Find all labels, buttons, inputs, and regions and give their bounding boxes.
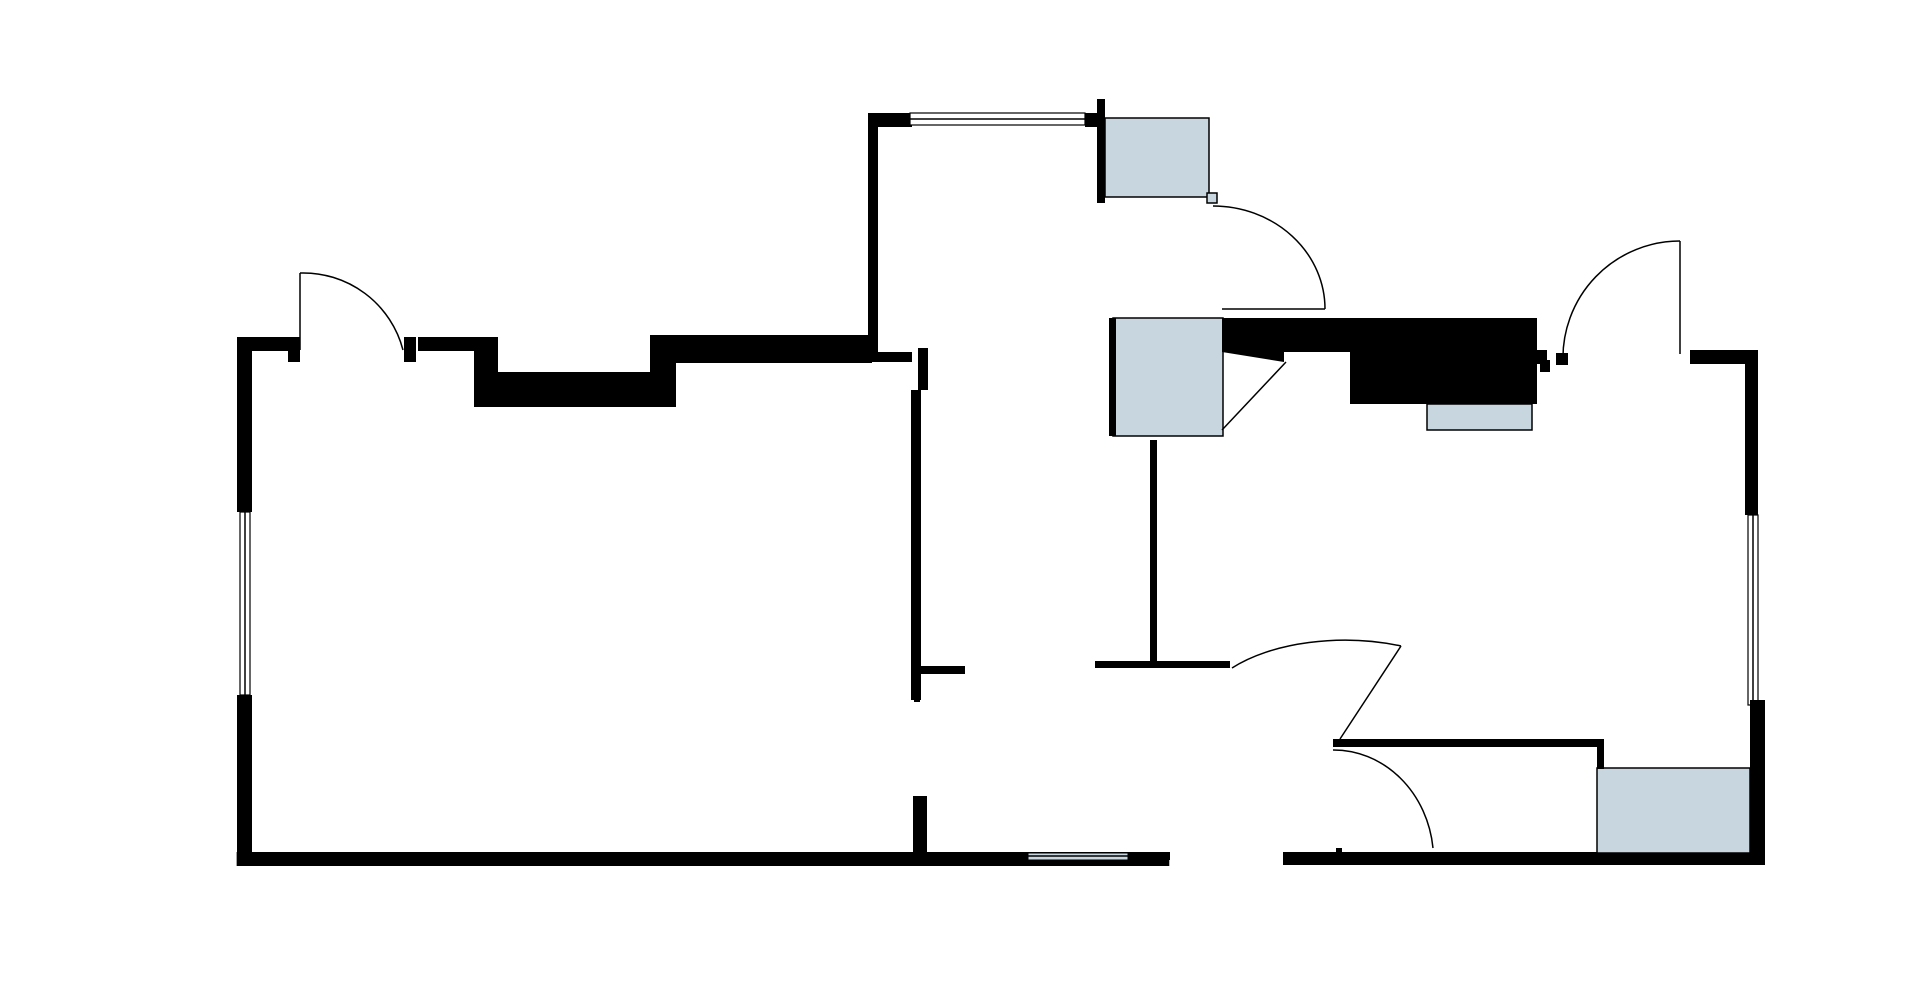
left-room-north-wall-b — [474, 372, 676, 407]
center-room-east-post — [1097, 99, 1105, 203]
kitchen-counter-stub — [1540, 360, 1550, 372]
right-room-door — [1562, 240, 1681, 363]
bathroom-wall-corner — [1597, 739, 1604, 769]
east-window — [1747, 514, 1759, 706]
right-room-east-wall-upper — [1745, 350, 1758, 515]
left-room-corner-wall — [237, 337, 290, 351]
center-room-door — [1212, 205, 1326, 310]
north-window — [909, 112, 1086, 126]
right-room-north-wall — [1690, 350, 1758, 364]
closet-fixture-nib — [1206, 192, 1218, 204]
left-room-north-wall-c — [650, 335, 872, 363]
center-divider-foot — [1095, 661, 1230, 668]
south-window — [1027, 852, 1129, 861]
left-room-corner-stub — [288, 337, 300, 362]
bathroom-wall — [1333, 739, 1599, 747]
right-room-east-wall-lower — [1750, 700, 1765, 865]
left-room-south-wall-end — [1128, 852, 1170, 860]
kitchen-cabinet-diagonal — [1221, 361, 1287, 431]
left-room-east-wall — [911, 390, 921, 700]
left-room-door — [299, 272, 404, 351]
bathroom-door — [1332, 749, 1434, 849]
bathroom-fixture — [1596, 767, 1751, 854]
west-window — [239, 511, 251, 696]
center-room-north-wall — [872, 113, 912, 127]
left-room-north-wall-d — [872, 352, 912, 362]
right-room-north-wall-stub — [1556, 353, 1568, 365]
center-divider-wall — [1150, 440, 1157, 666]
kitchen-drawer — [1426, 403, 1533, 431]
left-room-south-wall-main — [237, 852, 920, 866]
left-room-south-wall-ext — [918, 852, 1028, 860]
left-room-east-wall-lower — [913, 796, 927, 856]
right-room-south-wall — [1283, 852, 1765, 865]
right-room — [1231, 240, 1765, 865]
left-room — [236, 272, 1170, 866]
closet-fixture — [1104, 117, 1210, 198]
left-room-east-wall-nib — [920, 666, 965, 674]
left-room-east-wall-post — [918, 348, 928, 390]
kitchen-cabinet — [1112, 317, 1224, 437]
left-room-north-wall-stub — [404, 337, 416, 362]
left-room-west-wall-lower — [237, 695, 252, 865]
kitchen-counter-block — [1350, 352, 1537, 404]
left-room-east-wall-thin — [914, 575, 920, 702]
center-room-north-wall-end — [1085, 113, 1100, 127]
center-room — [868, 99, 1326, 668]
center-room-west-wall — [868, 113, 878, 353]
bathroom-threshold-stub — [1336, 848, 1342, 854]
kitchen-counter-cap — [1537, 350, 1547, 364]
kitchen — [1109, 317, 1550, 437]
left-room-west-wall-upper — [237, 340, 252, 512]
entry-door — [1231, 639, 1402, 740]
kitchen-cabinet-edge — [1109, 318, 1116, 436]
kitchen-counter — [1222, 318, 1537, 362]
